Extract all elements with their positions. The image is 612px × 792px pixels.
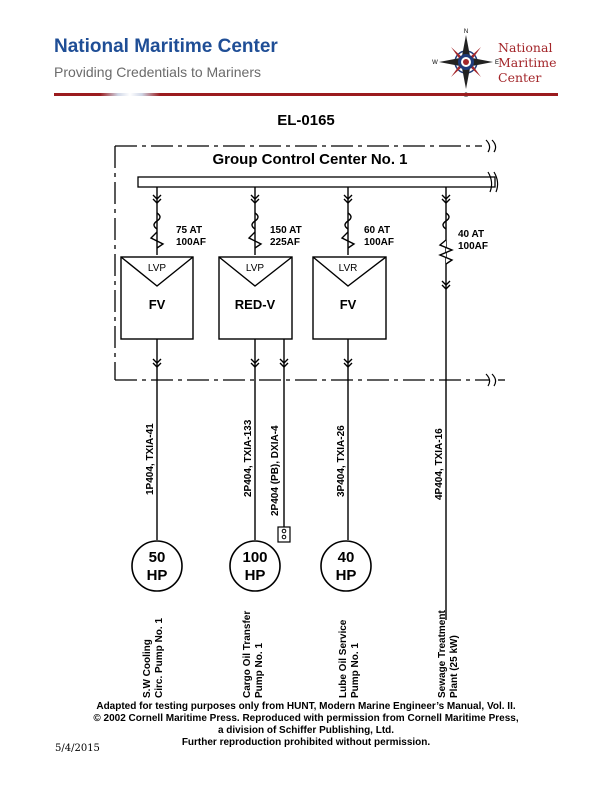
load-1-line-2: Circ. Pump No. 1 [154, 618, 165, 698]
compass-s: S [464, 93, 468, 99]
load-4-line-1: Sewage Treatment [437, 610, 448, 698]
feeder-2 [250, 339, 260, 540]
motor-2-unit: HP [245, 567, 266, 584]
break-mark-top [485, 139, 497, 153]
branch-1 [149, 187, 165, 255]
page-date: 5/4/2015 [55, 743, 100, 754]
breaker-1-frame: 100AF [176, 237, 206, 248]
branch-3 [340, 187, 356, 255]
header-rule-accent [100, 93, 160, 96]
starter-3 [312, 256, 387, 340]
motor-2-hp: 100 [242, 549, 267, 566]
feeder-2-pushbutton [277, 339, 291, 543]
compass-e: E [495, 60, 499, 66]
footer-line-3: a division of Schiffer Publishing, Ltd. [217, 725, 395, 736]
breaker-2-trip: 150 AT [270, 225, 302, 236]
logo-line-3: Center [498, 70, 542, 85]
logo-line-1: National [498, 40, 553, 55]
load-4-line-2: Plant (25 kW) [449, 635, 460, 698]
cable-5-label: 4P404, TXIA-16 [434, 428, 445, 500]
breaker-4-trip: 40 AT [458, 229, 484, 240]
motor-1 [131, 540, 183, 592]
header-subtitle: Providing Credentials to Mariners [54, 64, 261, 80]
bus-bar [137, 176, 496, 188]
breaker-4-frame: 100AF [458, 241, 488, 252]
starter-1-type: FV [149, 297, 166, 312]
branch-2 [247, 187, 263, 255]
compass-logo-icon: N S E W [432, 29, 499, 99]
diagram-id: EL-0165 [277, 112, 335, 129]
break-mark-bottom [485, 373, 497, 387]
load-2-line-2: Pump No. 1 [254, 643, 265, 698]
cable-1-label: 1P404, TXIA-41 [145, 423, 156, 495]
breaker-3-frame: 100AF [364, 237, 394, 248]
logo-line-2: Maritime [498, 55, 557, 70]
feeder-1 [152, 339, 162, 540]
load-3-line-1: Lube Oil Service [338, 619, 349, 698]
bus-break-mark [487, 171, 499, 193]
footer-line-4: Further reproduction prohibited without … [181, 737, 431, 748]
compass-w: W [432, 60, 438, 66]
starter-2-relay: LVP [246, 263, 264, 274]
compass-n: N [464, 29, 468, 35]
starter-2-type: RED-V [235, 297, 276, 312]
motor-1-hp: 50 [149, 549, 166, 566]
breaker-3-trip: 60 AT [364, 225, 390, 236]
group-boundary [114, 145, 490, 381]
load-3-line-2: Pump No. 1 [350, 643, 361, 698]
bus-label: Group Control Center No. 1 [213, 151, 408, 168]
starter-1-relay: LVP [148, 263, 166, 274]
load-2-line-1: Cargo Oil Transfer [242, 611, 253, 698]
cable-4-label: 3P404, TXIA-26 [336, 425, 347, 497]
logo-text: National Maritime Center [498, 40, 557, 85]
starter-1 [120, 256, 194, 340]
motor-3-unit: HP [336, 567, 357, 584]
motor-2 [229, 540, 281, 592]
load-1-line-1: S.W Cooling [142, 639, 153, 698]
feeder-3 [343, 339, 353, 540]
header-rule [54, 93, 558, 96]
cable-3-label: 2P404 (PB), DXIA-4 [270, 425, 281, 516]
breaker-1-trip: 75 AT [176, 225, 202, 236]
starter-3-type: FV [340, 297, 357, 312]
motor-3 [320, 540, 372, 592]
footer-line-2: © 2002 Cornell Maritime Press. Reproduce… [93, 713, 519, 724]
starter-3-relay: LVR [339, 263, 358, 274]
cable-2-label: 2P404, TXIA-133 [243, 419, 254, 497]
branch-4 [438, 187, 454, 620]
footer-line-1: Adapted for testing purposes only from H… [96, 701, 516, 712]
motor-3-hp: 40 [338, 549, 355, 566]
breaker-2-frame: 225AF [270, 237, 300, 248]
motor-1-unit: HP [147, 567, 168, 584]
copyright-notice: Adapted for testing purposes only from H… [0, 701, 612, 749]
header-title: National Maritime Center [54, 36, 278, 57]
